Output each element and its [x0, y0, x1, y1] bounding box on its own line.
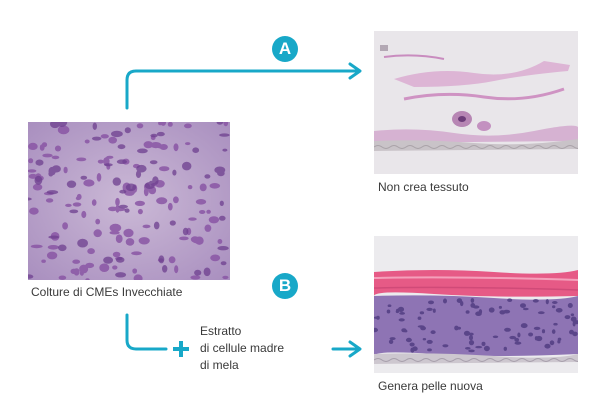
result-a-caption: Non crea tessuto — [378, 180, 469, 194]
extract-line-3: di mela — [200, 358, 239, 372]
extract-line-1: Estratto — [200, 324, 242, 338]
badge-b-label: B — [278, 276, 292, 295]
badge-b: B — [272, 273, 298, 299]
badge-a-label: A — [278, 39, 292, 58]
result-a-image — [374, 31, 578, 174]
result-b-image — [374, 236, 578, 373]
connector-b-arrowhead — [348, 340, 362, 358]
result-b-caption: Genera pelle nuova — [378, 379, 483, 393]
connector-a-line — [125, 69, 360, 110]
source-caption: Colture di CMEs Invecchiate — [31, 285, 183, 299]
connector-a-arrowhead — [348, 62, 362, 80]
extract-line-2: di cellule madre — [200, 341, 285, 355]
extract-label: Estratto di cellule madre di mela — [200, 323, 284, 374]
plus-icon — [173, 341, 189, 357]
connector-b-line — [125, 313, 168, 351]
source-culture-image — [28, 122, 230, 280]
badge-a: A — [272, 36, 298, 62]
